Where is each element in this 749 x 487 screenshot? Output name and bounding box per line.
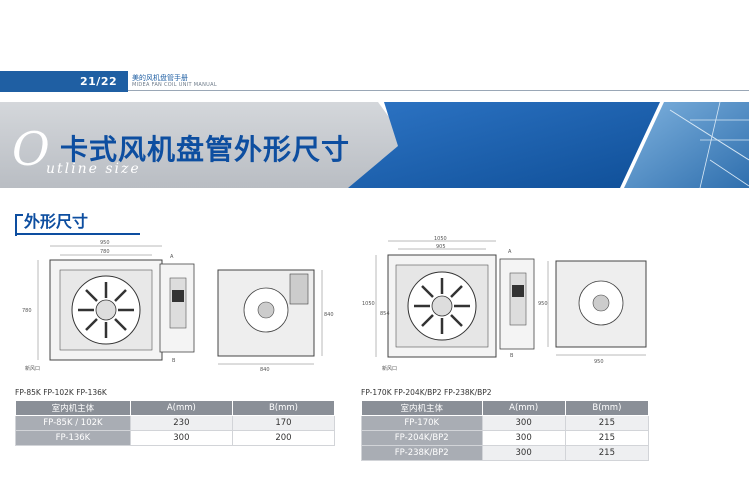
dim-950: 950 (100, 240, 110, 246)
right-unit-drawing: 1050 905 1050 854 新风口 A B 950 950 (362, 236, 647, 372)
table-cell: 300 (129, 430, 233, 446)
table-cell: FP-136K (15, 430, 131, 446)
dim-840-horizontal: 840 (260, 367, 270, 373)
table-row: FP-170K 300 215 (361, 415, 650, 431)
title-banner (0, 100, 749, 192)
dim-b-right: B (510, 353, 514, 359)
table-header: 室内机主体 (361, 400, 483, 416)
table-cell: 215 (564, 445, 650, 461)
table-cell: 300 (481, 430, 566, 446)
dim-1050: 1050 (434, 236, 447, 242)
table-cell: FP-238K/BP2 (361, 445, 483, 461)
table-cell: 215 (564, 430, 650, 446)
section-heading: 外形尺寸 (24, 212, 89, 231)
table-header: A(mm) (481, 400, 566, 416)
fresh-air-inlet-label-right: 新风口 (382, 365, 397, 372)
table-cell: FP-204K/BP2 (361, 430, 483, 446)
table-cell: 215 (564, 415, 650, 431)
table-cell: 300 (481, 445, 566, 461)
right-spec-table: 室内机主体 A(mm) B(mm) FP-170K 300 215 FP-204… (361, 400, 650, 461)
table-header: 室内机主体 (15, 400, 131, 416)
table-header: A(mm) (129, 400, 233, 416)
dim-a-right: A (508, 249, 512, 255)
table-row: FP-136K 300 200 (15, 430, 336, 446)
left-model-list: FP-85K FP-102K FP-136K (15, 388, 107, 397)
table-header: B(mm) (231, 400, 336, 416)
table-cell: FP-85K / 102K (15, 415, 131, 431)
left-unit-drawing: 950 780 780 新风口 A B 840 840 (22, 240, 334, 373)
table-row: FP-238K/BP2 300 215 (361, 445, 650, 461)
dim-905: 905 (436, 244, 446, 250)
page-title: 卡式风机盘管外形尺寸 (60, 133, 351, 166)
dim-780: 780 (100, 249, 110, 255)
table-cell: FP-170K (361, 415, 483, 431)
section-underline (15, 233, 140, 235)
table-cell: 300 (481, 415, 566, 431)
dim-854: 854 (380, 311, 390, 317)
table-cell: 230 (129, 415, 233, 431)
manual-title-cn: 美的风机盘管手册 (132, 74, 188, 82)
header-strip: 21/22 美的风机盘管手册 MIDEA FAN COIL UNIT MANUA… (0, 71, 749, 92)
header-rule (128, 90, 749, 91)
banner-subtitle: utline size (46, 161, 141, 177)
dim-left-vertical: 780 (22, 308, 32, 314)
table-row: FP-204K/BP2 300 215 (361, 430, 650, 446)
right-model-list: FP-170K FP-204K/BP2 FP-238K/BP2 (361, 388, 492, 397)
left-spec-table: 室内机主体 A(mm) B(mm) FP-85K / 102K 230 170 … (15, 400, 336, 446)
dim-1050-vertical: 1050 (362, 301, 375, 307)
manual-title-en: MIDEA FAN COIL UNIT MANUAL (132, 82, 217, 88)
banner-initial-letter: O (12, 122, 50, 176)
dim-a-left: A (170, 254, 174, 260)
table-header: B(mm) (564, 400, 650, 416)
banner-graphic (0, 101, 749, 189)
dim-950-horizontal: 950 (594, 359, 604, 365)
fresh-air-inlet-label: 新风口 (25, 365, 40, 372)
dim-840-vertical: 840 (324, 312, 334, 318)
table-cell: 200 (231, 430, 336, 446)
section-bracket (15, 214, 23, 236)
table-cell: 170 (231, 415, 336, 431)
table-row: FP-85K / 102K 230 170 (15, 415, 336, 431)
dim-b-left: B (172, 358, 176, 364)
dim-950-vertical: 950 (538, 301, 548, 307)
page-number: 21/22 (80, 75, 118, 88)
header-blue-block (0, 71, 128, 92)
